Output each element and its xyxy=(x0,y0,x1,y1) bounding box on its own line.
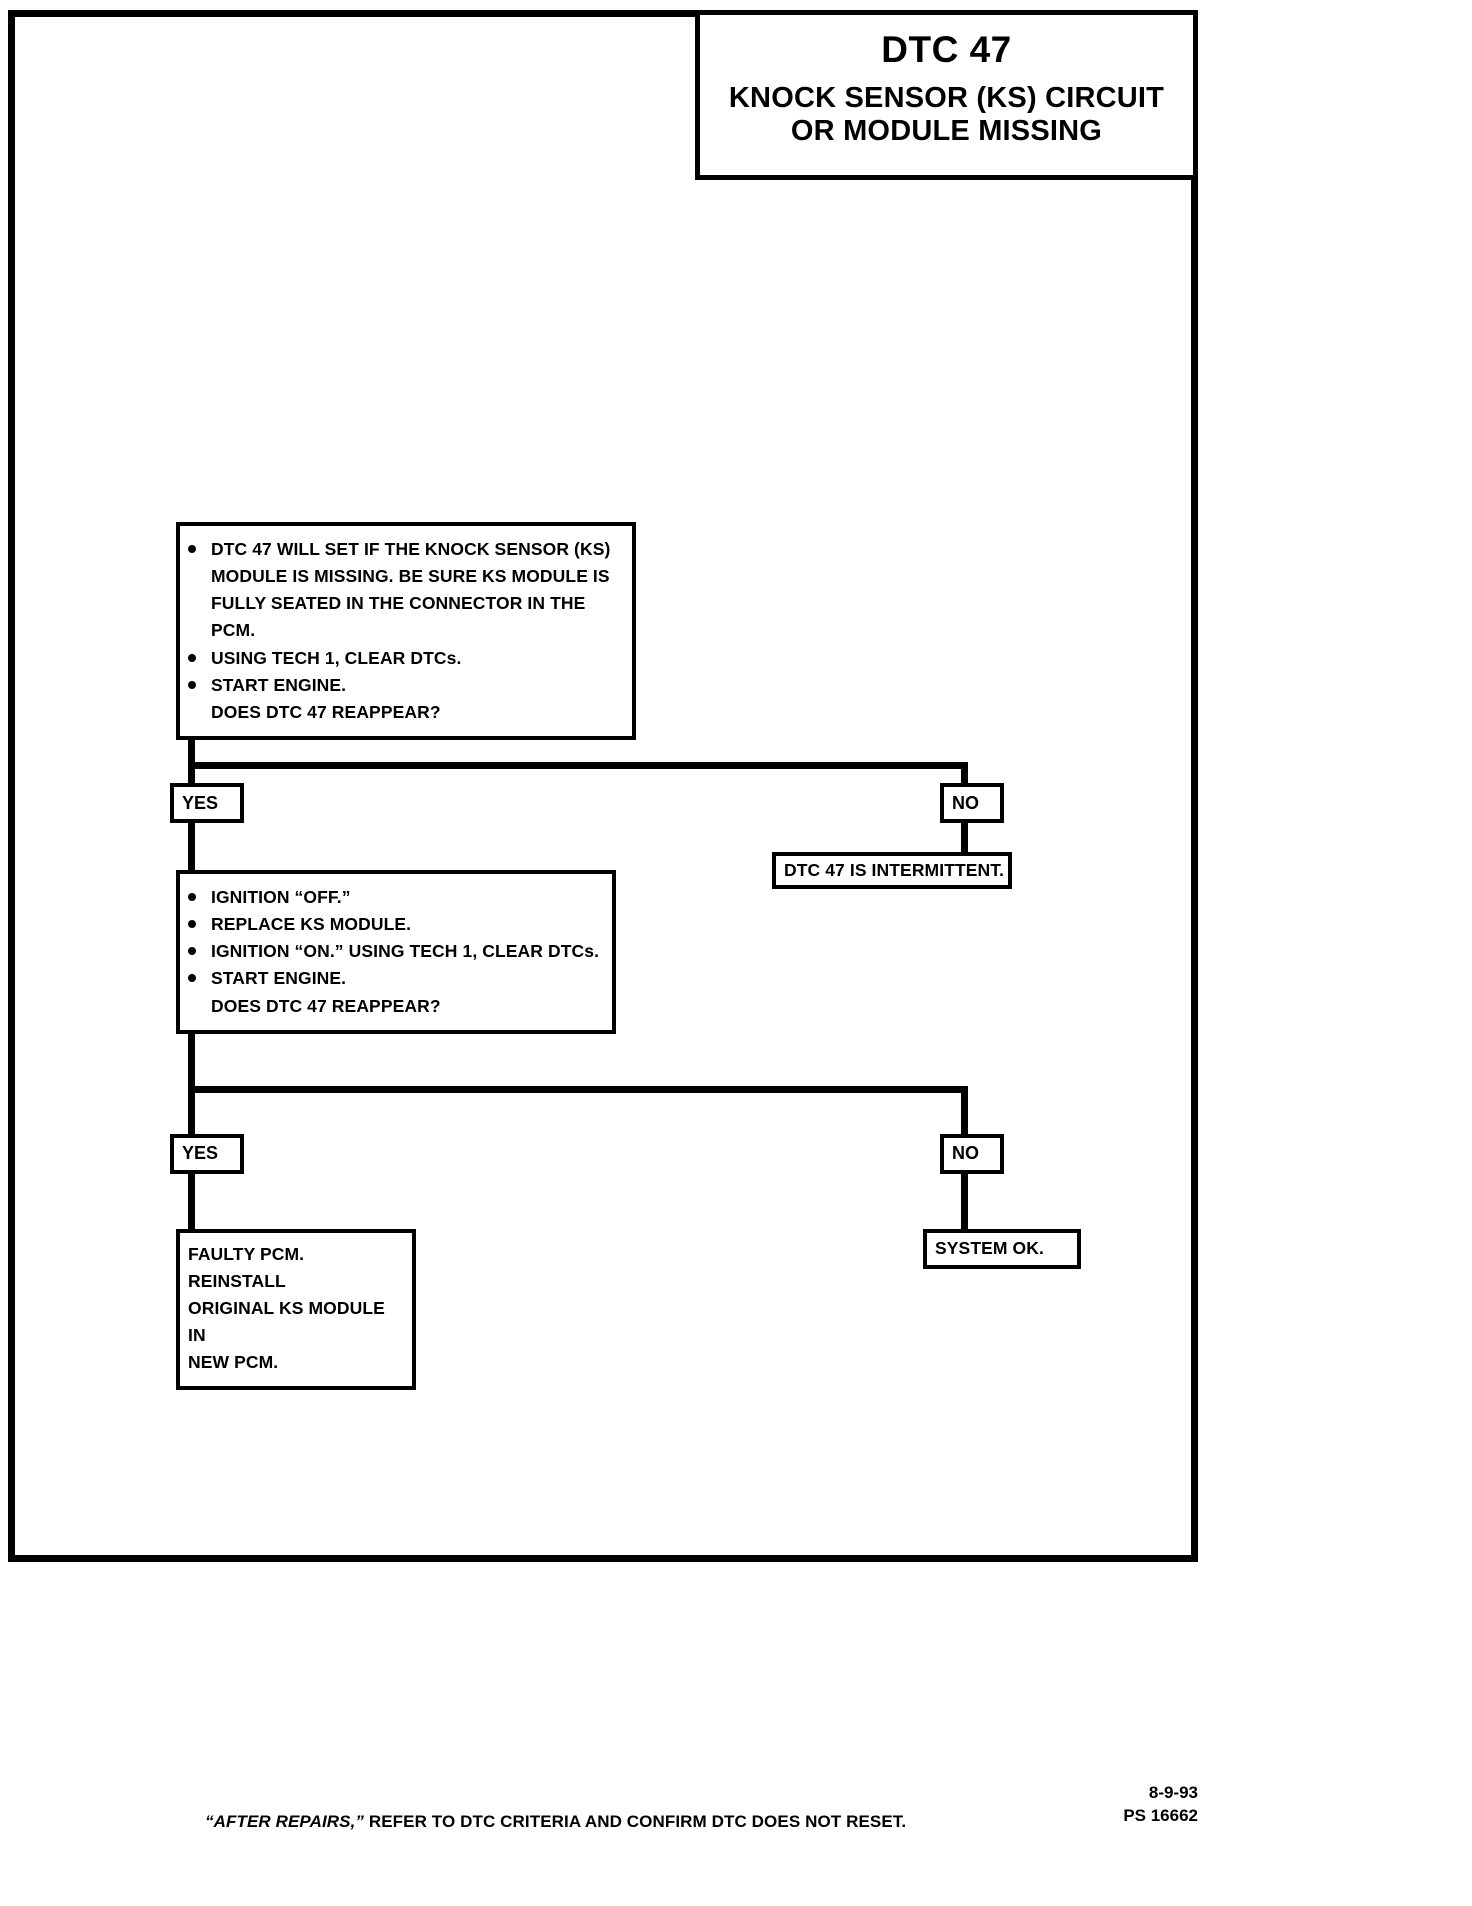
step2-instruction-box: IGNITION “OFF.” REPLACE KS MODULE. IGNIT… xyxy=(176,870,616,1034)
branch2-no-tag: NO xyxy=(940,1133,1004,1174)
list-item: IGNITION “ON.” USING TECH 1, CLEAR DTCs. xyxy=(180,938,604,965)
connector-branch1-no-down xyxy=(961,823,968,852)
page-border-bottom xyxy=(8,1555,1198,1562)
step1-instruction-box: DTC 47 WILL SET IF THE KNOCK SENSOR (KS)… xyxy=(176,522,636,740)
list-item: DOES DTC 47 REAPPEAR? xyxy=(211,701,441,722)
connector-step1-vertical xyxy=(188,739,195,783)
footer-note-italic: “AFTER REPAIRS,” xyxy=(205,1812,365,1831)
intermittent-result-text: DTC 47 IS INTERMITTENT. xyxy=(784,859,1005,880)
title-header-box: DTC 47 KNOCK SENSOR (KS) CIRCUIT OR MODU… xyxy=(695,10,1198,180)
step2-list: IGNITION “OFF.” REPLACE KS MODULE. IGNIT… xyxy=(180,884,604,1020)
system-ok-text: SYSTEM OK. xyxy=(935,1238,1044,1259)
footer-date: 8-9-93 xyxy=(1148,1783,1198,1802)
branch1-no-tag: NO xyxy=(940,783,1004,823)
connector-step2-no-vertical xyxy=(961,1085,968,1134)
branch1-no-label: NO xyxy=(952,792,979,813)
list-item: DTC 47 WILL SET IF THE KNOCK SENSOR (KS) xyxy=(180,536,624,563)
connector-step2-horizontal xyxy=(188,1085,968,1093)
connector-branch2-yes-down xyxy=(188,1173,195,1229)
page-border-left xyxy=(8,10,15,1562)
connector-step1-no-vertical xyxy=(961,762,968,783)
footer-code-number: PS 16662 xyxy=(1123,1805,1198,1825)
connector-step1-horizontal xyxy=(188,762,968,770)
faulty-pcm-line3: NEW PCM. xyxy=(188,1352,279,1373)
dtc-description-line2: OR MODULE MISSING xyxy=(790,114,1103,147)
intermittent-result-box: DTC 47 IS INTERMITTENT. xyxy=(772,852,1012,889)
dtc-code-title: DTC 47 xyxy=(881,29,1012,70)
dtc-description-line1: KNOCK SENSOR (KS) CIRCUIT xyxy=(728,81,1165,114)
page-border-right xyxy=(1191,176,1198,1562)
system-ok-result-box: SYSTEM OK. xyxy=(923,1228,1081,1269)
faulty-pcm-result-box: FAULTY PCM. REINSTALL ORIGINAL KS MODULE… xyxy=(176,1228,416,1391)
list-item: IGNITION “OFF.” xyxy=(180,884,604,911)
connector-step2-vertical xyxy=(188,1033,195,1134)
branch1-yes-label: YES xyxy=(182,792,219,813)
connector-branch1-yes-down xyxy=(188,823,195,870)
footer-note: “AFTER REPAIRS,” REFER TO DTC CRITERIA A… xyxy=(205,1812,906,1832)
branch2-yes-tag: YES xyxy=(170,1133,244,1174)
list-item: FULLY SEATED IN THE CONNECTOR IN THE PCM… xyxy=(211,593,586,641)
faulty-pcm-line1: FAULTY PCM. REINSTALL xyxy=(188,1243,305,1291)
page-border-top xyxy=(8,10,1198,17)
list-item: START ENGINE. xyxy=(180,672,624,699)
list-item: DOES DTC 47 REAPPEAR? xyxy=(211,995,441,1016)
list-item: USING TECH 1, CLEAR DTCs. xyxy=(180,645,624,672)
list-item: MODULE IS MISSING. BE SURE KS MODULE IS xyxy=(211,566,610,587)
footer-publication-info: 8-9-93 PS 16662 xyxy=(1094,1782,1198,1828)
connector-branch2-no-down xyxy=(961,1173,968,1229)
branch2-no-label: NO xyxy=(952,1143,979,1164)
branch1-yes-tag: YES xyxy=(170,783,244,823)
list-item: REPLACE KS MODULE. xyxy=(180,911,604,938)
branch2-yes-label: YES xyxy=(182,1143,219,1164)
faulty-pcm-line2: ORIGINAL KS MODULE IN xyxy=(188,1297,385,1345)
footer-note-rest: REFER TO DTC CRITERIA AND CONFIRM DTC DO… xyxy=(364,1812,907,1831)
list-item: START ENGINE. xyxy=(180,965,604,992)
step1-list: DTC 47 WILL SET IF THE KNOCK SENSOR (KS)… xyxy=(180,536,624,726)
